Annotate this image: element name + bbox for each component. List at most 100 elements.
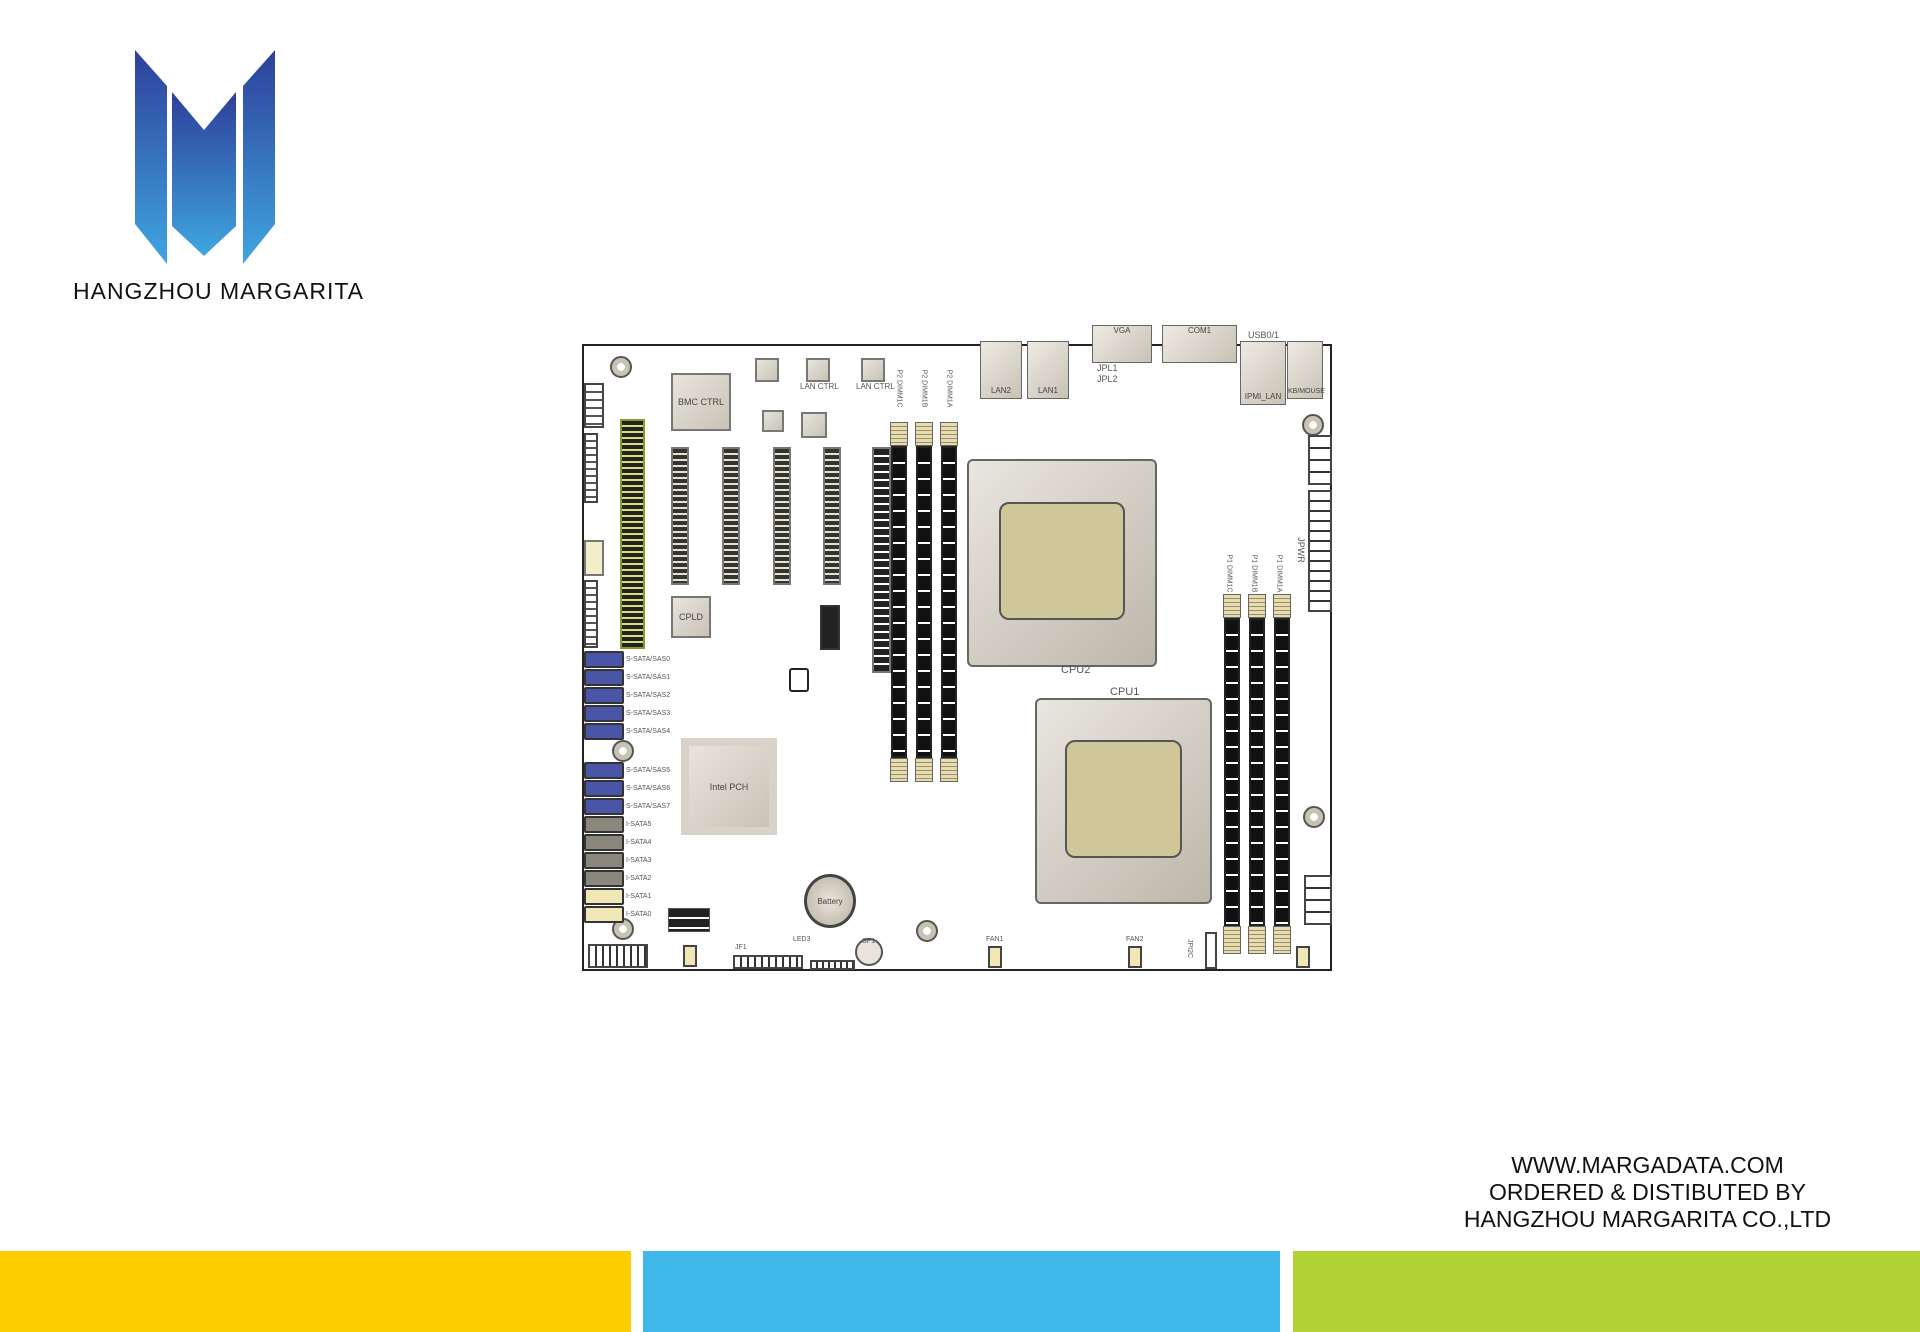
jpl2-label: JPL2	[1097, 374, 1118, 384]
sata-label: I-SATA2	[626, 875, 652, 882]
yellow-color-bar	[0, 1251, 631, 1332]
dimm-latch	[1223, 594, 1241, 618]
dimm-latch	[1273, 926, 1291, 954]
header-connector	[584, 383, 604, 428]
header-connector	[810, 960, 855, 970]
mounting-hole-icon	[610, 356, 632, 378]
cpu1-label: CPU1	[1110, 686, 1140, 698]
sata-label: S-SATA/SAS1	[626, 674, 671, 681]
sata-label: S-SATA/SAS0	[626, 656, 671, 663]
sata-connector	[584, 723, 624, 740]
dimm-latch	[915, 422, 933, 446]
fan-header	[683, 945, 697, 967]
pcie-x16-slot	[620, 419, 645, 649]
cmos-battery: Battery	[804, 874, 856, 928]
sata-connector	[584, 870, 624, 887]
usb-label: USB0/1	[1248, 330, 1280, 340]
pcie-slot	[773, 447, 791, 585]
dimm-label: P2 DIMM1C	[895, 369, 903, 408]
chip	[755, 358, 779, 382]
sata-label: S-SATA/SAS4	[626, 728, 671, 735]
dimm-latch	[940, 758, 958, 782]
cpld-chip: CPLD	[671, 596, 711, 638]
gpio-header	[588, 944, 648, 968]
kb-mouse-label: KB/MOUSE	[1288, 388, 1325, 395]
sata-port-column: S-SATA/SAS0 S-SATA/SAS1 S-SATA/SAS2 S-SA…	[584, 651, 694, 923]
sata-connector	[584, 906, 624, 923]
sata-port: S-SATA/SAS5	[584, 762, 694, 779]
logo-wordmark: HANGZHOU MARGARITA	[73, 278, 365, 304]
tpm-header	[584, 433, 598, 503]
dimm-label: P2 DIMM1A	[945, 369, 953, 408]
8pin-power-connector	[1304, 875, 1332, 925]
sata-port: S-SATA/SAS7	[584, 798, 694, 815]
distributor-line: ORDERED & DISTIBUTED BY	[1489, 1179, 1806, 1205]
company-line: HANGZHOU MARGARITA CO.,LTD	[1463, 1206, 1832, 1232]
intel-pch-chip: Intel PCH	[681, 738, 777, 835]
dimm-latch	[915, 758, 933, 782]
cpu2-ihs	[998, 501, 1126, 621]
led3-label: LED3	[793, 936, 811, 943]
connector	[668, 908, 710, 932]
chip	[801, 412, 827, 438]
pch-label: Intel PCH	[709, 781, 749, 792]
fan-header	[1296, 946, 1310, 968]
dimm-slot-p2-1c	[891, 446, 907, 758]
sata-connector	[584, 762, 624, 779]
sata-label: S-SATA/SAS3	[626, 710, 671, 717]
pcie-slot	[671, 447, 689, 585]
blue-color-bar	[643, 1251, 1280, 1332]
com1-label: COM1	[1187, 326, 1212, 335]
vga-port: VGA	[1092, 325, 1152, 363]
sata-port: S-SATA/SAS3	[584, 705, 694, 722]
lan1-port: LAN1	[1027, 341, 1069, 399]
fan1-header	[988, 946, 1002, 968]
connector	[820, 605, 840, 650]
bmc-controller-chip: BMC CTRL	[671, 373, 731, 431]
dimm-slot-p1-1b	[1249, 618, 1265, 926]
lan2-port: LAN2	[980, 341, 1022, 399]
jpl1-label: JPL1	[1097, 363, 1118, 373]
kb-mouse-port: KB/MOUSE	[1287, 341, 1325, 399]
ipmi-lan-usb-port: IPMI_LAN	[1240, 341, 1286, 405]
sata-label: S-SATA/SAS6	[626, 785, 671, 792]
dimm-latch	[940, 422, 958, 446]
sata-label: I-SATA1	[626, 893, 652, 900]
sata-port: I-SATA2	[584, 870, 694, 887]
vga-label: VGA	[1113, 326, 1131, 335]
fan2-label: FAN2	[1126, 936, 1144, 943]
chip	[789, 668, 809, 692]
mounting-hole-icon	[1303, 806, 1325, 828]
lan-controller-chip	[861, 358, 885, 382]
dimm-latch	[1248, 594, 1266, 618]
sata-connector	[584, 669, 624, 686]
sata-connector	[584, 834, 624, 851]
dimm-latch	[1273, 594, 1291, 618]
lan-controller-chip	[806, 358, 830, 382]
sata-port: I-SATA1	[584, 888, 694, 905]
dimm-latch	[890, 758, 908, 782]
ipmi-lan-label: IPMI_LAN	[1244, 392, 1282, 401]
speaker-icon	[855, 938, 883, 966]
sata-port: I-SATA0	[584, 906, 694, 923]
sata-label: I-SATA0	[626, 911, 652, 918]
sata-port: S-SATA/SAS2	[584, 687, 694, 704]
website-text: WWW.MARGADATA.COM	[1511, 1152, 1784, 1178]
company-logo-icon	[135, 50, 275, 264]
footer-distributor-info: WWW.MARGADATA.COM ORDERED & DISTIBUTED B…	[1420, 1152, 1875, 1233]
usb-header	[584, 580, 598, 648]
mounting-hole-icon	[916, 920, 938, 942]
sata-port: I-SATA4	[584, 834, 694, 851]
cpu2-label: CPU2	[1061, 664, 1091, 676]
lan1-label: LAN1	[1037, 386, 1058, 395]
dimm-slot-p2-1b	[916, 446, 932, 758]
dimm-label: P2 DIMM1B	[920, 369, 928, 408]
chip	[762, 410, 784, 432]
sata-label: I-SATA5	[626, 821, 652, 828]
sata-connector	[584, 816, 624, 833]
cpu2-socket	[967, 459, 1157, 667]
lan2-label: LAN2	[990, 386, 1011, 395]
front-panel-header	[733, 955, 803, 969]
dimm-label: P1 DIMM1A	[1275, 554, 1283, 593]
sata-label: S-SATA/SAS7	[626, 803, 671, 810]
